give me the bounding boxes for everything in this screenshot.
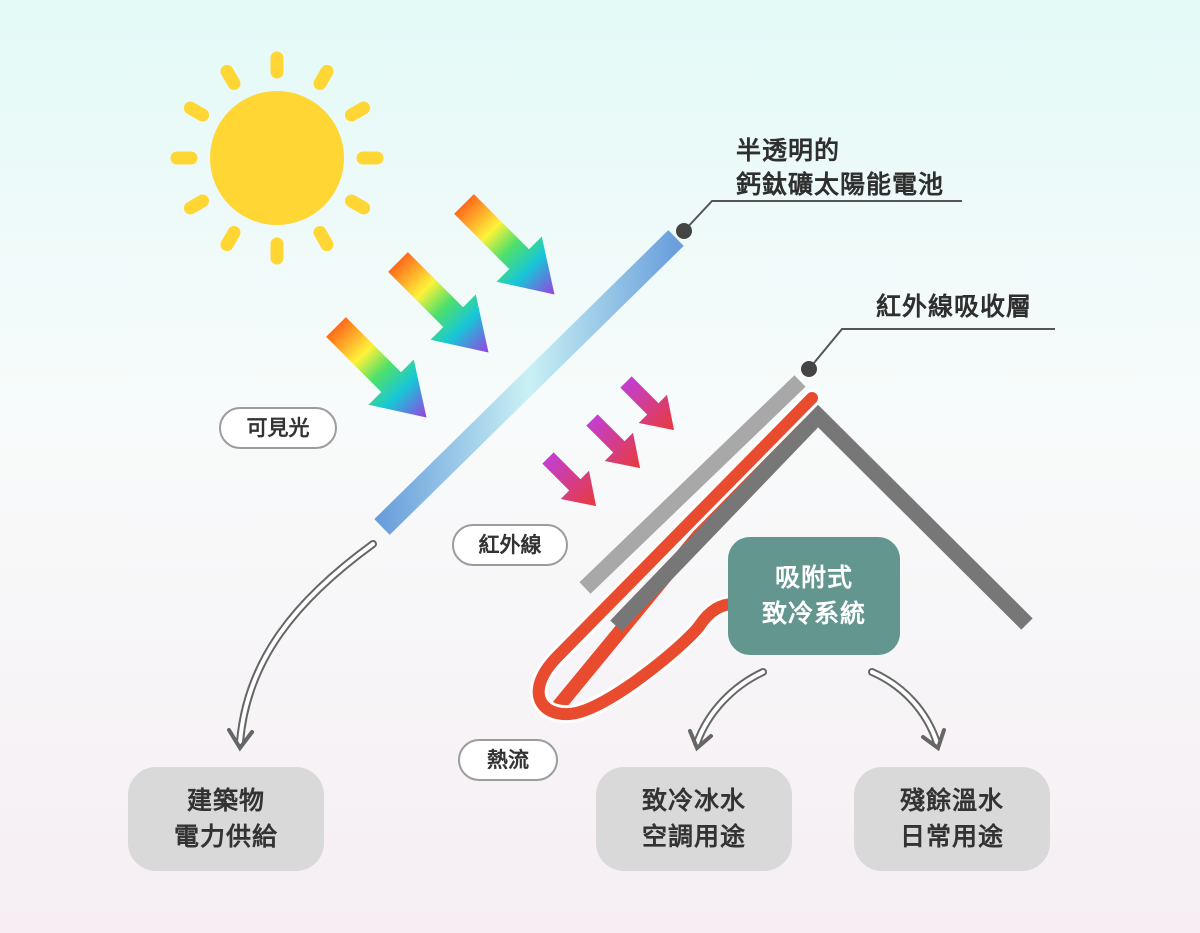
infrared-arrow [620,376,675,431]
solar-cell-leader-line [683,200,962,232]
output-line2: 電力供給 [173,822,278,851]
infrared-arrow [586,414,641,469]
sun-icon [170,51,384,265]
solar-cell-label: 半透明的 鈣鈦礦太陽能電池 [736,134,996,202]
absorber-top-layer [579,375,806,594]
sun-ray [313,225,334,252]
cooling-system-line2: 致冷系統 [761,599,866,628]
sun-ray [344,101,371,122]
output-line2: 日常用途 [899,822,1004,851]
infrared-pill: 紅外線 [452,524,568,566]
visible-light-arrow [326,317,427,418]
sun-ray [344,194,371,215]
visible-light-arrows [326,194,555,418]
absorber-base-frame [610,404,1033,632]
output-line1: 殘餘溫水 [899,786,1004,815]
sun-ray [183,101,210,122]
output-line2: 空調用途 [641,822,746,851]
visible-light-arrow [454,194,555,295]
ir-absorber-label: 紅外線吸收層 [876,292,1033,321]
sun-ray [313,64,334,91]
sun-ray [220,64,241,91]
infrared-arrow [542,452,597,507]
sun-ray [183,194,210,215]
visible-light-arrow [388,252,489,353]
warm-water-box: 殘餘溫水 日常用途 [854,767,1050,871]
output-line1: 建築物 [186,786,265,815]
cooling-system-line1: 吸附式 [774,563,853,592]
solar-cell-label-line1: 半透明的 [736,136,841,165]
solar-cell-label-line2: 鈣鈦礦太陽能電池 [736,170,945,199]
solar-cell-leader-dot [676,223,692,239]
absorber-leader-line [808,328,1055,370]
heat-pipe [532,392,818,721]
warm-water-flow-arrow [868,668,946,752]
absorber-leader-dot [801,361,817,377]
infrared-arrows [542,376,675,507]
visible-light-pill: 可見光 [219,407,337,449]
chilled-water-flow-arrow [688,668,767,752]
adsorption-cooling-system-box: 吸附式 致冷系統 [728,537,900,655]
sun-ray [220,225,241,252]
chilled-water-box: 致冷冰水 空調用途 [596,767,792,871]
building-power-box: 建築物 電力供給 [128,767,324,871]
perovskite-solar-panel [374,230,684,535]
flow-arrows [227,540,946,752]
electricity-flow-arrow [227,540,377,752]
output-line1: 致冷冰水 [641,786,746,815]
heat-flow-pill: 熱流 [458,739,558,781]
